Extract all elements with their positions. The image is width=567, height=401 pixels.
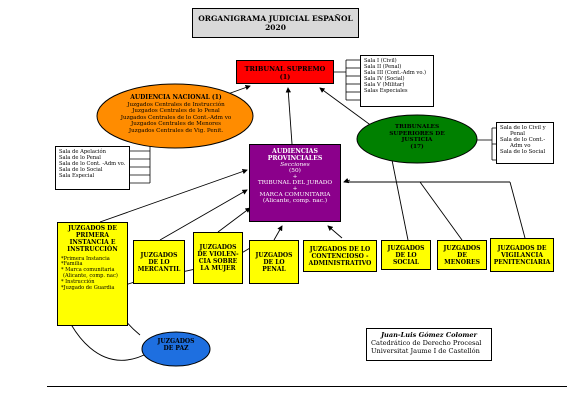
author-credit: Juan-Luis Gómez Colomer Catedrático de D… [366, 328, 492, 361]
primera-instancia-items: *Primera Instancia *Familia * Marca comu… [58, 255, 127, 292]
ts-sala-item: Sala III (Cont.-Adm vo.) [364, 70, 427, 76]
ts-sala-item: Sala V (Militar) [364, 82, 405, 88]
arrows-to-ap [99, 149, 526, 241]
audiencia-nacional-label: AUDIENCIA NACIONAL [130, 94, 210, 101]
juzgado-penal-label: JUZGADOS DE LO PENAL [255, 251, 293, 273]
juzgado-vigilancia-node: JUZGADOS DE VIGILANCIA PENITENCIARIA [490, 238, 554, 272]
juzgado-mercantil-label: JUZGADOS DE LO MERCANTIL [137, 251, 181, 273]
ap-secciones: Secciones [280, 162, 310, 168]
tribunal-supremo-label: TRIBUNAL SUPREMO [244, 65, 326, 73]
pi-item: *Familia [61, 261, 83, 268]
chart-year: 2020 [265, 23, 286, 32]
tsj-node [356, 114, 478, 164]
author-name: Juan-Luis Gómez Colomer [380, 331, 478, 339]
ap-marca: MARCA COMUNITARIA [259, 192, 331, 198]
paz-label-1: JUZGADOS [157, 338, 195, 345]
juzgado-menores-node: JUZGADOS DE MENORES [437, 240, 487, 270]
an-sala-item: Sala de lo Penal [59, 155, 101, 161]
ts-sala-connectors [334, 59, 360, 101]
an-sala-item: Sala de lo Cont. -Adm vo. [59, 161, 126, 167]
bottom-rule [47, 386, 567, 387]
paz-label-2: DE PAZ [163, 344, 189, 352]
juzgados-paz-node [141, 331, 211, 367]
ap-title-2: PROVINCIALES [267, 155, 323, 162]
chart-title: ORGANIGRAMA JUDICIAL ESPAÑOL [198, 14, 353, 23]
juzgado-vigilancia-label: JUZGADOS DE VIGILANCIA PENITENCIARIA [493, 244, 551, 266]
ap-plus-2: + [292, 186, 298, 192]
tsj-count: (17) [410, 143, 424, 150]
juzgado-social-label: JUZGADOS DE LO SOCIAL [387, 244, 425, 266]
pi-item: *Juzgado de Guardia [61, 284, 115, 291]
ap-title-1: AUDIENCIAS [272, 148, 318, 155]
juzgado-penal-node: JUZGADOS DE LO PENAL [249, 240, 299, 284]
juzgado-violencia-label: JUZGADOS DE VIOLEN-CIA SOBRE LA MUJER [197, 244, 239, 272]
audiencia-nacional-node [96, 83, 254, 149]
juzgado-contencioso-node: JUZGADOS DE LO CONTENCIOSO - ADMINISTRAT… [303, 240, 377, 272]
tsj-text: TRIBUNALES SUPERIORES DE JUSTICIA (17) [380, 124, 454, 151]
ap-plus-1: + [292, 174, 298, 180]
primera-instancia-node: JUZGADOS DE PRIMERA INSTANCIA E INSTRUCC… [57, 222, 128, 326]
an-sala-item: Sala de lo Social [59, 167, 103, 173]
primera-instancia-title: JUZGADOS DE PRIMERA INSTANCIA E INSTRUCC… [67, 225, 118, 253]
ts-sala-item: Salas Especiales [364, 88, 408, 94]
ap-jurado: TRIBUNAL DEL JURADO [257, 180, 333, 186]
an-juzgado-item: Juzgados Centrales de Vig. Penit. [128, 127, 224, 134]
an-juzgado-item: Juzgados Centrales de Menores [130, 121, 222, 128]
juzgado-social-node: JUZGADOS DE LO SOCIAL [381, 240, 431, 270]
pi-item: * Marca comunitaria [61, 267, 115, 274]
tsj-label: TRIBUNALES SUPERIORES DE JUSTICIA [389, 124, 445, 144]
juzgado-violencia-node: JUZGADOS DE VIOLEN-CIA SOBRE LA MUJER [193, 232, 243, 284]
tribunal-supremo-node: TRIBUNAL SUPREMO (1) [236, 60, 334, 84]
an-salas-list: Sala de Apelación Sala de lo Penal Sala … [55, 146, 130, 190]
audiencias-provinciales-node: AUDIENCIAS PROVINCIALES Secciones (50) +… [249, 144, 341, 222]
pi-item: *Primera Instancia [61, 255, 110, 262]
ts-salas-list: Sala I (Civil) Sala II (Penal) Sala III … [360, 55, 434, 107]
pi-item: (Alicante, comp. nac) [63, 273, 118, 280]
juzgados-paz-text: JUZGADOS DE PAZ [148, 338, 204, 353]
an-sala-item: Sala Especial [59, 173, 95, 179]
tsj-sala-item: Sala de lo Cont.- [500, 137, 546, 143]
author-position: Catedrático de Derecho Procesal [371, 339, 482, 347]
an-juzgado-item: Juzgados Centrales de lo Cont.-Adm vo [120, 114, 232, 121]
ts-sala-item: Sala I (Civil) [364, 58, 397, 64]
an-sala-connectors [130, 140, 151, 184]
juzgado-contencioso-label: JUZGADOS DE LO CONTENCIOSO - ADMINISTRAT… [308, 245, 372, 267]
tribunal-supremo-count: (1) [279, 73, 291, 81]
an-sala-item: Sala de Apelación [59, 149, 107, 155]
tsj-salas-list: Sala de lo Civil y Penal Sala de lo Cont… [496, 122, 554, 164]
ap-count: (50) [289, 168, 301, 174]
juzgado-menores-label: JUZGADOS DE MENORES [443, 244, 481, 266]
ts-sala-item: Sala II (Penal) [364, 64, 402, 70]
author-university: Universitat Jaume I de Castellón [371, 347, 480, 355]
juzgado-mercantil-node: JUZGADOS DE LO MERCANTIL [133, 240, 185, 284]
audiencia-nacional-text: AUDIENCIA NACIONAL (1) Juzgados Centrale… [118, 94, 234, 134]
tsj-sala-item: Adm vo [510, 143, 531, 149]
ap-marca-note: (Alicante, comp. nac.) [262, 198, 328, 204]
tsj-sala-item: Sala de lo Social [500, 149, 546, 155]
pi-item: * Instrucción [61, 278, 95, 285]
chart-title-box: ORGANIGRAMA JUDICIAL ESPAÑOL 2020 [192, 8, 359, 38]
an-juzgado-item: Juzgados Centrales de Instrucción [127, 101, 225, 108]
tsj-sala-item: Sala de lo Civil y [500, 125, 546, 131]
audiencia-nacional-count: (1) [211, 94, 222, 101]
ts-sala-item: Sala IV (Social) [364, 76, 405, 82]
an-juzgado-item: Juzgados Centrales de lo Penal [132, 108, 220, 115]
tsj-sala-item: Penal [510, 131, 525, 137]
